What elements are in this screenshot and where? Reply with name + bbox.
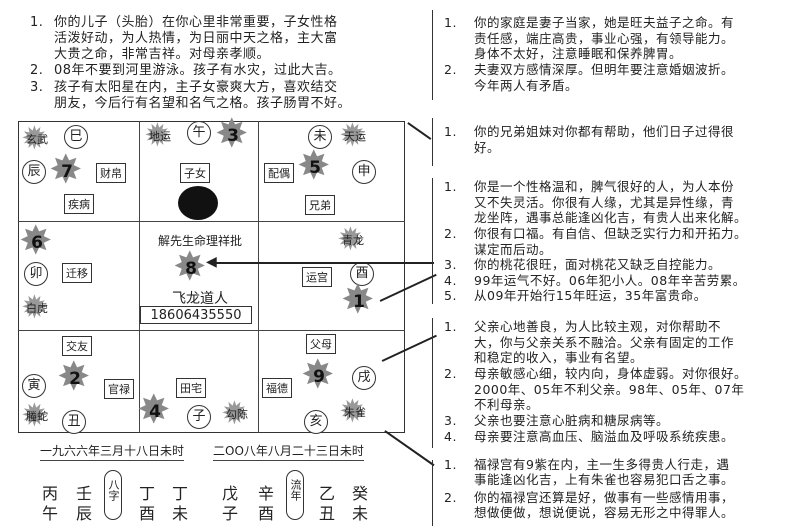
badge-tengshe: 螣蛇 (20, 398, 54, 432)
branch-mao: 卯 (24, 262, 48, 286)
sibling-note-1: 1. 你的兄弟姐妹对你都有帮助，他们日子过得很 好。 (444, 124, 735, 155)
palace-qianyi: 迁移 (62, 263, 92, 283)
star-8: 8 (173, 244, 208, 290)
star-9: 9 (301, 352, 336, 398)
right-notes: 1. 你的家庭是妻子当家，她是旺夫益子之命。有 责任感，端庄高贵，事业心强，有领… (444, 15, 794, 521)
branch-si: 巳 (64, 125, 88, 149)
palace-fumu: 父母 (306, 334, 336, 354)
palace-yungong: 运宫 (302, 267, 332, 287)
parent-note-4: 4. 母亲要注意高血压、脑溢血及呼吸系统疾患。 (444, 428, 735, 444)
fortune-note-2: 2. 你的福禄宫还算是好，做事有一些感情用事， 想做便做，想说便说，容易无形之中… (444, 489, 735, 521)
brace (432, 460, 433, 526)
grid-line (18, 221, 405, 222)
badge-diyun: 地运 (143, 118, 177, 152)
bazi-label: 八字 (104, 470, 122, 520)
star-6: 6 (19, 218, 54, 264)
arrow-happiness (384, 430, 435, 466)
grid-line (18, 330, 405, 331)
flow-date: 二OO八年八月二十三日未时 (213, 442, 364, 461)
star-7: 7 (49, 147, 84, 193)
fortune-note-1: 1. 福禄宫有9紫在内，主一生多得贵人行走，遇 事能逢凶化吉，上有朱雀也容易犯口… (444, 456, 735, 488)
star-2: 2 (57, 354, 92, 400)
destiny-chart (18, 121, 405, 433)
palace-xiongdi: 兄弟 (305, 195, 335, 215)
self-note-3: 3. 你的桃花很旺，面对桃花又缺乏自控能力。 (444, 257, 722, 272)
center-phone: 18606435550 (140, 306, 252, 324)
spouse-note-2: 2. 夫妻双方感情深厚。但明年要注意婚姻波折。 今年两人有矛盾。 (444, 62, 735, 93)
brace (432, 178, 433, 304)
grid-line (139, 121, 140, 433)
left-note-1: 1. 你的儿子（头胎）在你心里非常重要，子女性格 活泼好动，为人热情，为日丽中天… (30, 15, 338, 62)
self-note-4: 4. 99年运气不好。06年犯小人。08年辛苦劳累。 (444, 272, 746, 288)
palace-peiou: 配偶 (264, 163, 294, 183)
palace-fude: 福德 (262, 378, 292, 398)
branch-wu: 午 (187, 121, 211, 145)
badge-baihu: 白虎 (20, 290, 54, 324)
arrow-fude (407, 122, 432, 140)
parent-note-2: 2. 母亲敏感心细，较内向，身体虚弱。对你很好。 2000年、05年不利父亲。9… (444, 366, 748, 412)
arrow-head: ◀ (206, 254, 217, 270)
arrow-self (212, 262, 434, 264)
branch-xu: 戌 (352, 366, 376, 390)
palace-tianzhai: 田宅 (176, 378, 206, 398)
brace (432, 318, 433, 448)
badge-qinglong: 青龙 (336, 222, 370, 256)
branch-shen: 申 (352, 160, 376, 184)
parent-note-1: 1. 父亲心地善良，为人比较主观，对你帮助不 大，你与父亲关系不融洽。父亲有固定… (444, 319, 735, 365)
self-note-1: 1. 你是一个性格温和，脾气很好的人，为人本份 又不失灵活。你很有人缘，尤其是异… (444, 179, 748, 225)
palace-jibing: 疾病 (64, 194, 94, 214)
left-note-3: 3. 孩子有太阳星在内，主子女豪爽大方，喜欢结交 朋友，今后行有名望和名气之格。… (30, 80, 352, 111)
badge-goulian: 勾陈 (220, 396, 254, 430)
badge-zhuque: 朱雀 (338, 394, 372, 428)
sun-dot (178, 186, 218, 220)
self-note-2: 2. 你很有口福。有自信、但缺乏实行力和开拓力。 谋定而后动。 (444, 226, 748, 257)
star-1: 1 (341, 277, 376, 323)
branch-zi: 子 (187, 405, 211, 429)
palace-caibo: 财帛 (96, 163, 126, 183)
brace (432, 10, 433, 100)
branch-chen: 辰 (22, 160, 46, 184)
star-5: 5 (297, 143, 332, 189)
center-name: 飞龙道人 (172, 291, 228, 307)
spouse-note-1: 1. 你的家庭是妻子当家，她是旺夫益子之命。有 责任感，端庄高贵，事业心强，有领… (444, 15, 735, 61)
center-title: 解先生命理祥批 (157, 234, 242, 248)
birth-date: 一九六六年三月十八日未时 (40, 442, 185, 461)
palace-guanlu: 官禄 (104, 379, 134, 399)
brace (432, 118, 433, 166)
branch-chou: 丑 (62, 410, 86, 434)
parent-note-3: 3. 父亲也要注意心脏病和糖尿病等。 (444, 413, 670, 428)
star-3: 3 (215, 111, 250, 157)
branch-yin: 寅 (22, 374, 46, 398)
palace-jiaoyou: 交友 (62, 336, 92, 356)
star-4: 4 (137, 387, 172, 433)
badge-xuanwu: 玄武 (20, 121, 54, 155)
grid-line (258, 121, 259, 433)
left-note-2: 2. 08年不要到河里游泳。孩子有水灾，过此大吉。 (30, 63, 342, 78)
branch-hai: 亥 (304, 410, 328, 434)
left-notes: 1. 你的儿子（头胎）在你心里非常重要，子女性格 活泼好动，为人热情，为日丽中天… (30, 15, 390, 114)
liunian-label: 流年 (286, 470, 304, 520)
badge-tianyun: 天运 (338, 118, 372, 152)
palace-zinv: 子女 (180, 163, 210, 183)
self-note-5: 5. 从09年开始行15年旺运，35年富贵命。 (444, 288, 707, 303)
